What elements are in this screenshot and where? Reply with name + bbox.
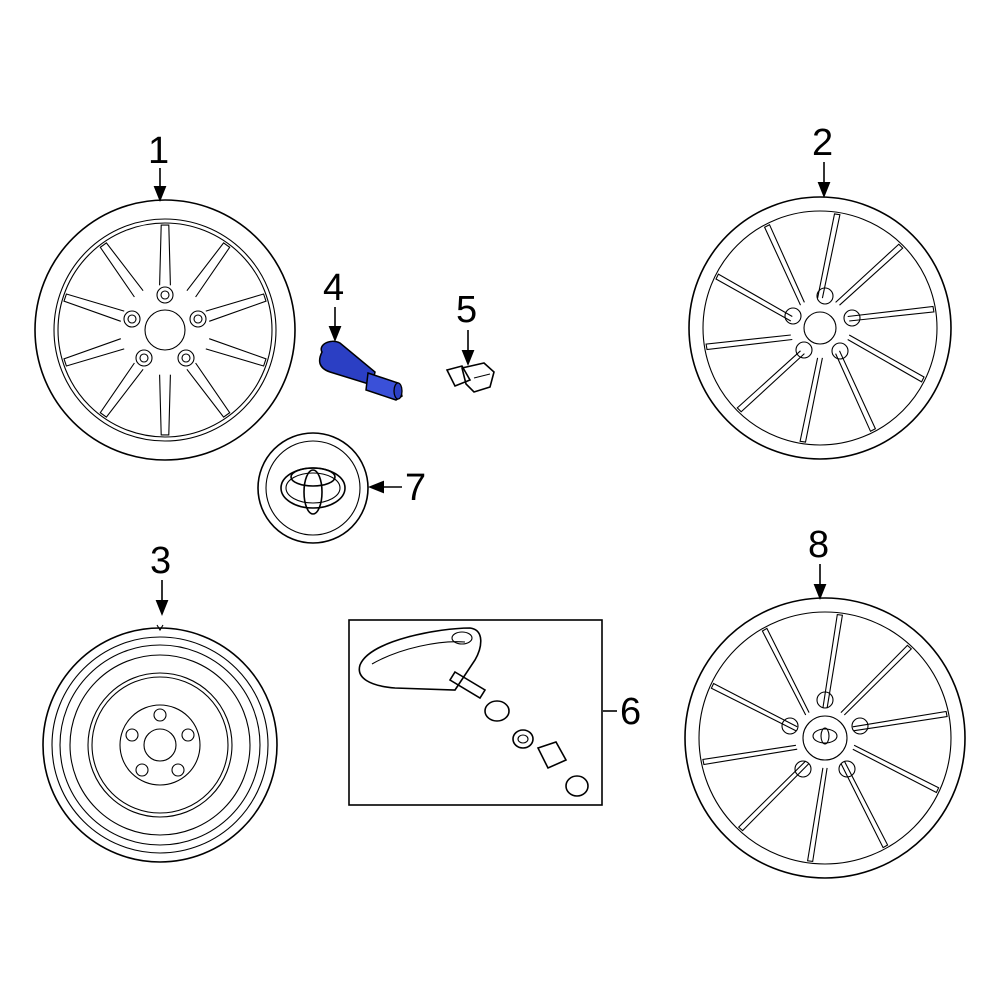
spoke — [847, 305, 935, 322]
lug-bolt — [445, 362, 495, 393]
spoke — [186, 242, 231, 298]
spoke — [852, 744, 940, 794]
spoke — [852, 710, 948, 732]
tpms-sensor-kit — [348, 619, 603, 806]
spoke — [822, 613, 844, 709]
wheel-1 — [34, 199, 296, 461]
callout-6: 6 — [620, 691, 641, 733]
valve-stem — [318, 340, 403, 401]
callout-1: 1 — [148, 130, 169, 172]
spoke — [761, 627, 810, 716]
spoke — [205, 293, 267, 322]
callout-2: 2 — [812, 122, 833, 164]
spoke — [710, 682, 798, 732]
spoke — [840, 644, 913, 716]
callout-7: 7 — [405, 467, 426, 509]
center-cap — [257, 432, 369, 544]
spoke — [205, 338, 267, 367]
spoke — [817, 213, 841, 299]
spoke — [715, 273, 793, 322]
spoke — [705, 334, 793, 351]
callout-4: 4 — [323, 267, 344, 309]
spoke — [736, 350, 805, 413]
spoke — [806, 767, 828, 863]
spoke — [702, 744, 798, 766]
spoke — [763, 223, 805, 306]
callout-3: 3 — [150, 540, 171, 582]
spoke — [63, 293, 125, 322]
spoke — [186, 362, 231, 418]
callout-8: 8 — [808, 524, 829, 566]
spoke — [835, 350, 877, 433]
spoke — [737, 760, 810, 832]
spoke — [835, 243, 904, 306]
spoke — [63, 338, 125, 367]
spoke — [99, 242, 144, 298]
wheel-8 — [684, 597, 966, 879]
spoke — [840, 760, 889, 849]
spoke — [159, 374, 171, 436]
spoke — [99, 362, 144, 418]
wheel-3-spare — [42, 624, 278, 863]
spoke — [799, 357, 823, 443]
wheel-2 — [688, 196, 952, 460]
spoke — [159, 224, 171, 286]
spoke — [847, 334, 925, 383]
callout-5: 5 — [456, 289, 477, 331]
